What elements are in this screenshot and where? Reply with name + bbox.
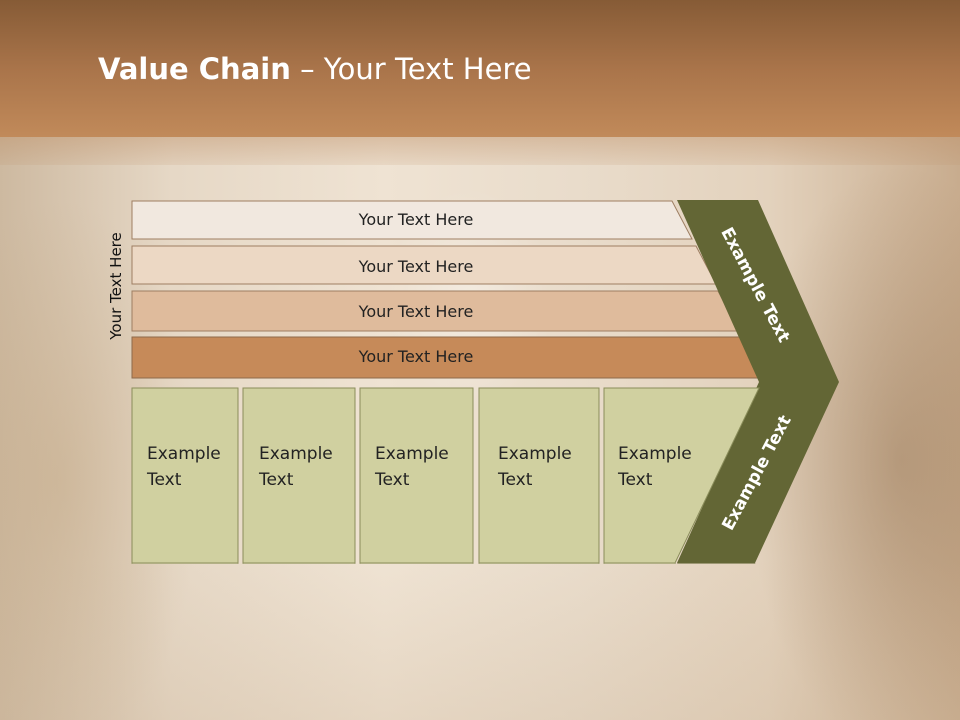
reflection-box xyxy=(478,562,600,720)
box-3-line2: Text xyxy=(374,470,410,490)
bar-stack: Your Text Here Your Text Here Your Text … xyxy=(131,200,764,379)
header-band xyxy=(0,0,960,137)
box-1-line1: Example xyxy=(147,444,221,464)
reflection-box xyxy=(242,562,356,720)
box-row: Example Text Example Text Example Text E… xyxy=(131,387,760,564)
chevron-shape[interactable] xyxy=(677,200,839,563)
reflection-text: Text xyxy=(497,636,533,656)
reflection-box xyxy=(359,562,474,720)
bar-1[interactable] xyxy=(131,200,693,240)
box-2[interactable] xyxy=(242,387,356,564)
slide-title-bold: Value Chain xyxy=(98,52,291,86)
bar-3-label: Your Text Here xyxy=(358,302,474,321)
box-4[interactable] xyxy=(478,387,600,564)
box-1-line2: Text xyxy=(146,470,182,490)
reflection-text: Example xyxy=(375,662,449,682)
slide-title-rest: – Your Text Here xyxy=(290,52,532,86)
box-5[interactable] xyxy=(603,387,760,564)
reflection-text: Text xyxy=(617,636,653,656)
box-5-line2: Text xyxy=(617,470,653,490)
box-4-line2: Text xyxy=(497,470,533,490)
header-strip xyxy=(0,137,960,165)
bar-4-label: Your Text Here xyxy=(358,347,474,366)
box-1[interactable] xyxy=(131,387,239,564)
slide-title[interactable]: Value Chain – Your Text Here xyxy=(98,52,532,96)
box-2-line1: Example xyxy=(259,444,333,464)
reflection-text: Example xyxy=(618,662,692,682)
reflection-text: Text xyxy=(374,636,410,656)
reflection-text: Example xyxy=(147,662,221,682)
reflection-chevron xyxy=(677,563,831,720)
box-4-line1: Example xyxy=(498,444,572,464)
bar-2-label: Your Text Here xyxy=(358,257,474,276)
box-5-line1: Example xyxy=(618,444,692,464)
box-3-line1: Example xyxy=(375,444,449,464)
bar-1-label: Your Text Here xyxy=(358,210,474,229)
box-3[interactable] xyxy=(359,387,474,564)
reflection-text: Text xyxy=(258,636,294,656)
reflection-text: Example xyxy=(498,662,572,682)
box-2-line2: Text xyxy=(258,470,294,490)
reflection-text: Example xyxy=(259,662,333,682)
reflection: Example Text Example Text Example Text E… xyxy=(131,562,831,720)
reflection-text: Text xyxy=(146,636,182,656)
